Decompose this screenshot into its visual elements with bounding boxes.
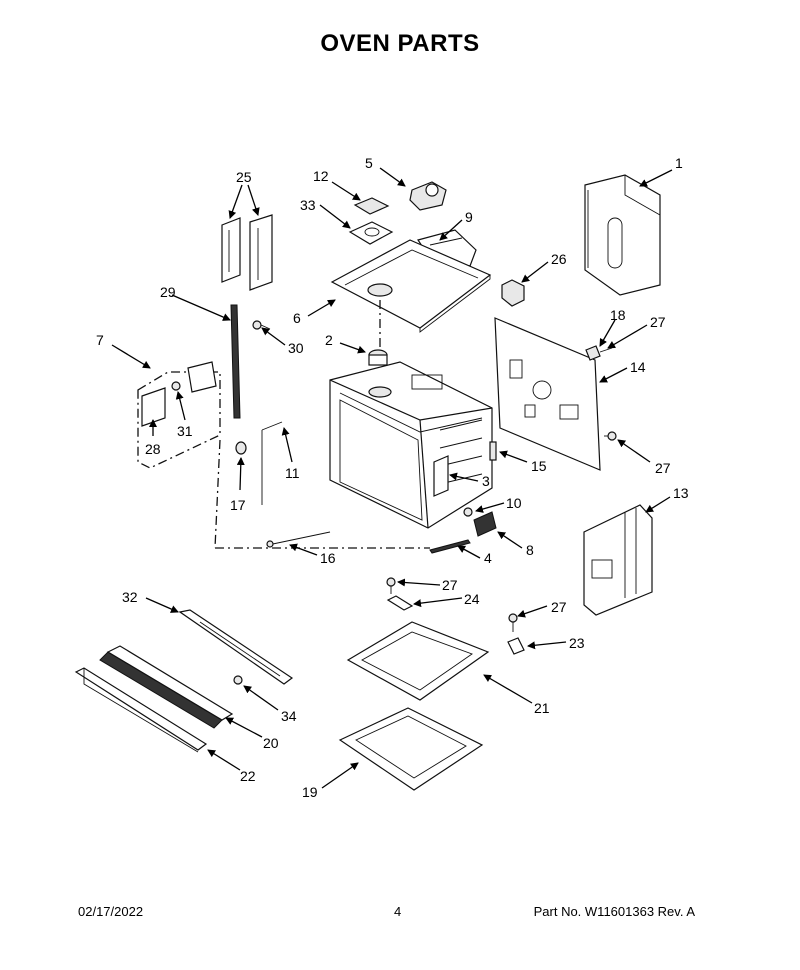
callout-7: 7 — [96, 332, 104, 348]
callout-23: 23 — [569, 635, 585, 651]
callout-1: 1 — [675, 155, 683, 171]
part-6-top-plate — [330, 239, 492, 333]
part-25-trims — [221, 214, 273, 291]
part-1-rear-panel — [584, 174, 661, 296]
callout-32: 32 — [122, 589, 138, 605]
callout-14: 14 — [630, 359, 646, 375]
part-29-rail — [230, 304, 241, 419]
oven-cavity — [329, 361, 493, 529]
callout-34: 34 — [281, 708, 297, 724]
part-15-clip — [489, 441, 497, 461]
callout-18: 18 — [610, 307, 626, 323]
callout-8: 8 — [526, 542, 534, 558]
part-16-rod — [266, 531, 331, 548]
part-10-screw — [463, 507, 473, 517]
part-26-block — [501, 279, 525, 307]
footer-page-number: 4 — [394, 904, 402, 919]
callout-27b: 27 — [655, 460, 671, 476]
callout-17: 17 — [230, 497, 246, 513]
part-2-fan — [368, 349, 388, 366]
part-30-screw — [252, 320, 271, 330]
part-3-bracket — [433, 455, 449, 497]
callout-6: 6 — [293, 310, 301, 326]
part-21-frame — [346, 621, 490, 701]
part-34-screw — [233, 675, 243, 685]
callout-15: 15 — [531, 458, 547, 474]
page-title: OVEN PARTS — [320, 30, 480, 57]
part-23-bracket — [507, 637, 525, 655]
callout-11: 11 — [285, 465, 300, 481]
callout-20: 20 — [263, 735, 279, 751]
callout-labels: 1 2 3 4 5 6 7 8 9 10 11 12 13 — [96, 155, 689, 800]
callout-13: 13 — [673, 485, 689, 501]
callout-12: 12 — [313, 168, 329, 184]
part-17-plug — [235, 441, 247, 455]
vertical-dashed-line — [214, 439, 221, 549]
part-33-fan-housing — [348, 221, 394, 245]
callout-10: 10 — [506, 495, 522, 511]
part-27-screw-right — [508, 613, 518, 632]
part-27-screw — [604, 431, 617, 441]
callout-2: 2 — [325, 332, 333, 348]
callout-9: 9 — [465, 209, 473, 225]
callout-33: 33 — [300, 197, 316, 213]
callout-3: 3 — [482, 473, 490, 489]
part-8-terminal-block — [473, 511, 497, 537]
callout-30: 30 — [288, 340, 304, 356]
callout-16: 16 — [320, 550, 336, 566]
part-32-trim — [178, 609, 294, 685]
part-27-screw-lower — [386, 577, 396, 594]
part-5-motor — [409, 181, 447, 211]
part-24-bracket — [386, 595, 414, 611]
part-22-trim — [74, 667, 208, 753]
callout-28: 28 — [145, 441, 161, 457]
callout-26: 26 — [551, 251, 567, 267]
part-13-side-panel — [583, 504, 653, 616]
callout-27: 27 — [650, 314, 666, 330]
part-4-bar — [429, 539, 471, 554]
callout-4: 4 — [484, 550, 492, 566]
callout-27d: 27 — [551, 599, 567, 615]
part-7-kit — [137, 361, 221, 469]
callout-22: 22 — [240, 768, 256, 784]
part-19-frame — [338, 707, 484, 791]
callout-31: 31 — [177, 423, 193, 439]
callout-25: 25 — [236, 169, 252, 185]
footer-date: 02/17/2022 — [78, 904, 144, 919]
part-12-plate — [353, 197, 390, 215]
callout-21: 21 — [534, 700, 550, 716]
part-11-rod — [261, 421, 283, 505]
part-20-vent — [99, 645, 234, 729]
callout-5: 5 — [365, 155, 373, 171]
footer-part-number: Part No. W11601363 Rev. A — [533, 904, 695, 919]
part-14-side-panel — [494, 317, 601, 471]
part-18-screw — [585, 345, 613, 361]
callout-24: 24 — [464, 591, 480, 607]
callout-27c: 27 — [442, 577, 458, 593]
callout-19: 19 — [302, 784, 318, 800]
callout-29: 29 — [160, 284, 176, 300]
